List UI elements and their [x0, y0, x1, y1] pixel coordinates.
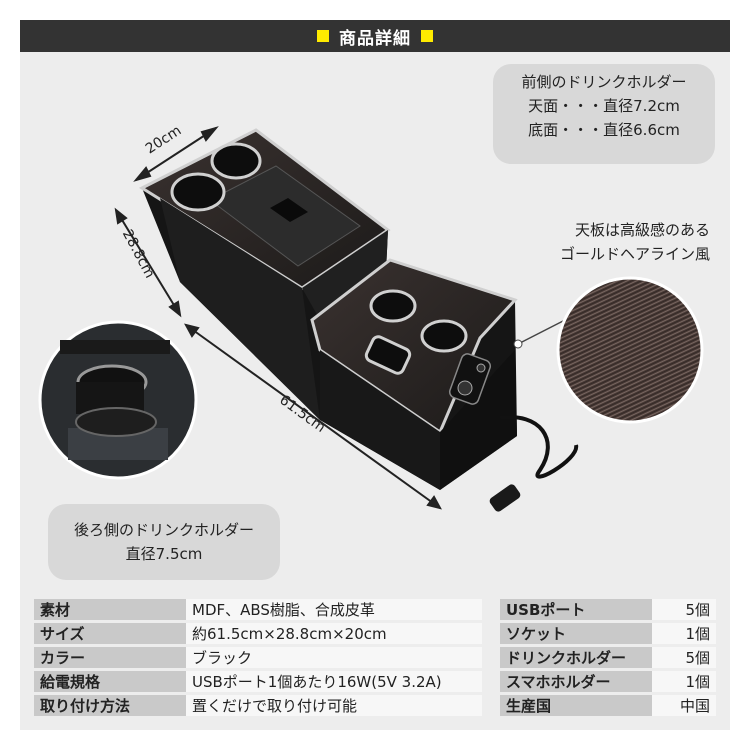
yellow-square-icon: [317, 30, 329, 42]
spec-value: 1個: [652, 671, 716, 692]
spec-value: MDF、ABS樹脂、合成皮革: [186, 599, 482, 620]
top-panel-line2: ゴールドヘアライン風: [559, 245, 710, 263]
spec-value: ブラック: [186, 647, 482, 668]
spec-value: 1個: [652, 623, 716, 644]
callout-pointer: [517, 319, 566, 345]
spec-key: 給電規格: [34, 671, 186, 692]
spec-key: 生産国: [500, 695, 652, 716]
front-holder-callout: 前側のドリンクホルダー 天面・・・直径7.2cm 底面・・・直径6.6cm: [493, 64, 715, 164]
product-detail-panel: 商品詳細: [20, 20, 730, 730]
spec-value: USBポート1個あたり16W(5V 3.2A): [186, 671, 482, 692]
spec-key: 素材: [34, 599, 186, 620]
spec-value: 約61.5cm×28.8cm×20cm: [186, 623, 482, 644]
spec-key: カラー: [34, 647, 186, 668]
rear-holder-title: 後ろ側のドリンクホルダー: [73, 521, 254, 539]
table-row: 生産国中国: [500, 695, 716, 716]
table-row: 取り付け方法置くだけで取り付け可能: [34, 695, 482, 716]
rear-cup-holder-photo: [38, 320, 198, 480]
product-illustration: [38, 126, 704, 512]
rear-holder-callout: 後ろ側のドリンクホルダー 直径7.5cm: [48, 504, 280, 580]
table-row: カラーブラック: [34, 647, 482, 668]
front-holder-top: 天面・・・直径7.2cm: [528, 97, 680, 115]
top-panel-line1: 天板は高級感のある: [574, 221, 710, 239]
spec-value: 5個: [652, 647, 716, 668]
spec-key: 取り付け方法: [34, 695, 186, 716]
spec-key: ドリンクホルダー: [500, 647, 652, 668]
spec-key: スマホホルダー: [500, 671, 652, 692]
table-row: サイズ約61.5cm×28.8cm×20cm: [34, 623, 482, 644]
front-holder-bottom: 底面・・・直径6.6cm: [528, 121, 680, 139]
rear-holder-size: 直径7.5cm: [125, 545, 203, 563]
wood-grain-closeup: [556, 276, 704, 424]
spec-key: サイズ: [34, 623, 186, 644]
spec-value: 5個: [652, 599, 716, 620]
spec-value: 置くだけで取り付け可能: [186, 695, 482, 716]
dimension-arrows: [114, 126, 442, 510]
console-body: [138, 128, 579, 512]
section-header: 商品詳細: [20, 20, 730, 52]
callout-dot: [513, 339, 523, 349]
top-panel-callout: 天板は高級感のある ゴールドヘアライン風: [560, 218, 710, 266]
section-title: 商品詳細: [339, 28, 411, 49]
spec-key: ソケット: [500, 623, 652, 644]
front-holder-title: 前側のドリンクホルダー: [521, 73, 687, 91]
yellow-square-icon: [421, 30, 433, 42]
spec-key: USBポート: [500, 599, 652, 620]
spec-value: 中国: [652, 695, 716, 716]
